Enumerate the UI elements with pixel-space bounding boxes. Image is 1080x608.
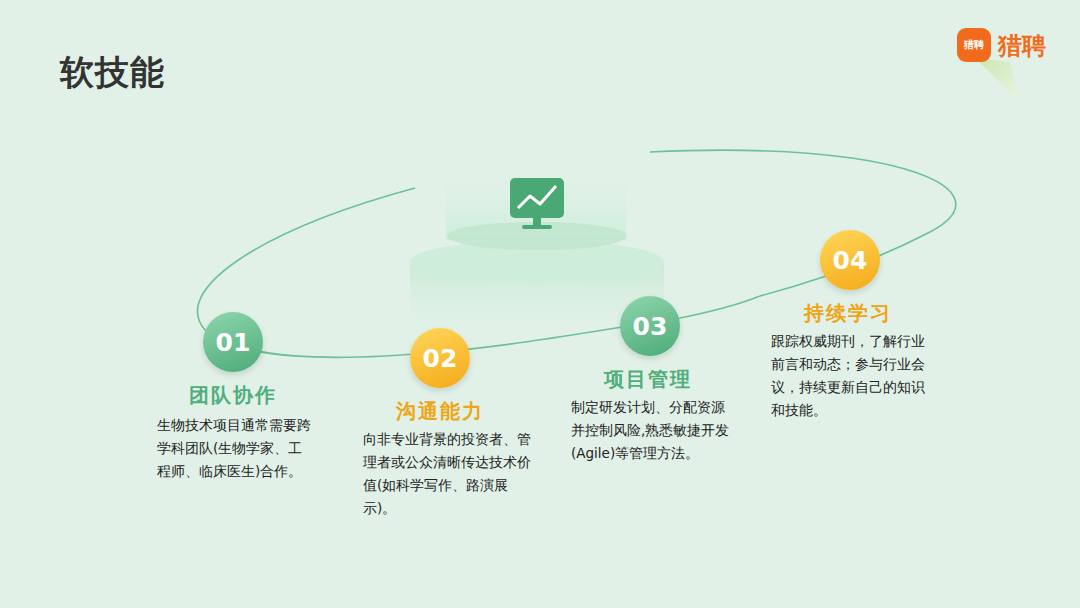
callout-number: 02 [410,328,470,388]
step-item: 04 持续学习跟踪权威期刊，了解行业前言和动态；参与行业会议，持续更新自己的知识和… [766,230,932,426]
orbit-line [197,188,415,330]
step-item: 01 团队协作生物技术项目通常需要跨学科团队(生物学家、工程师、临床医生)合作。 [152,312,320,487]
logo-decoration [975,58,1018,100]
monitor-icon [510,178,564,218]
step-heading: 项目管理 [604,366,692,393]
callout-number: 03 [620,296,680,356]
step-heading: 持续学习 [804,300,892,327]
orbit-line [650,150,956,296]
monitor-stand [533,218,541,225]
logo-text: 猎聘 [998,30,1046,62]
step-heading: 团队协作 [189,382,277,409]
orbit-line [205,296,760,357]
step-item: 03 项目管理制定研发计划、分配资源并控制风险,熟悉敏捷开发(Agile)等管理方… [566,296,736,469]
title: 软技能 [60,50,165,96]
step-heading: 沟通能力 [396,398,484,425]
step-description: 生物技术项目通常需要跨学科团队(生物学家、工程师、临床医生)合作。 [157,414,315,483]
monitor-base [522,225,552,229]
chart-line [518,186,556,208]
callout-number: 01 [203,312,263,372]
callout-number: 04 [820,230,880,290]
podium-disk [447,222,627,250]
step-description: 制定研发计划、分配资源并控制风险,熟悉敏捷开发(Agile)等管理方法。 [571,396,731,465]
step-description: 向非专业背景的投资者、管理者或公众清晰传达技术价值(如科学写作、路演展示)。 [363,428,535,520]
logo-text: 猎聘 [964,38,984,52]
logo-badge: 猎聘 [957,28,991,62]
step-item: 02 沟通能力向非专业背景的投资者、管理者或公众清晰传达技术价值(如科学写作、路演… [358,328,540,524]
step-description: 跟踪权威期刊，了解行业前言和动态；参与行业会议，持续更新自己的知识和技能。 [771,330,927,422]
